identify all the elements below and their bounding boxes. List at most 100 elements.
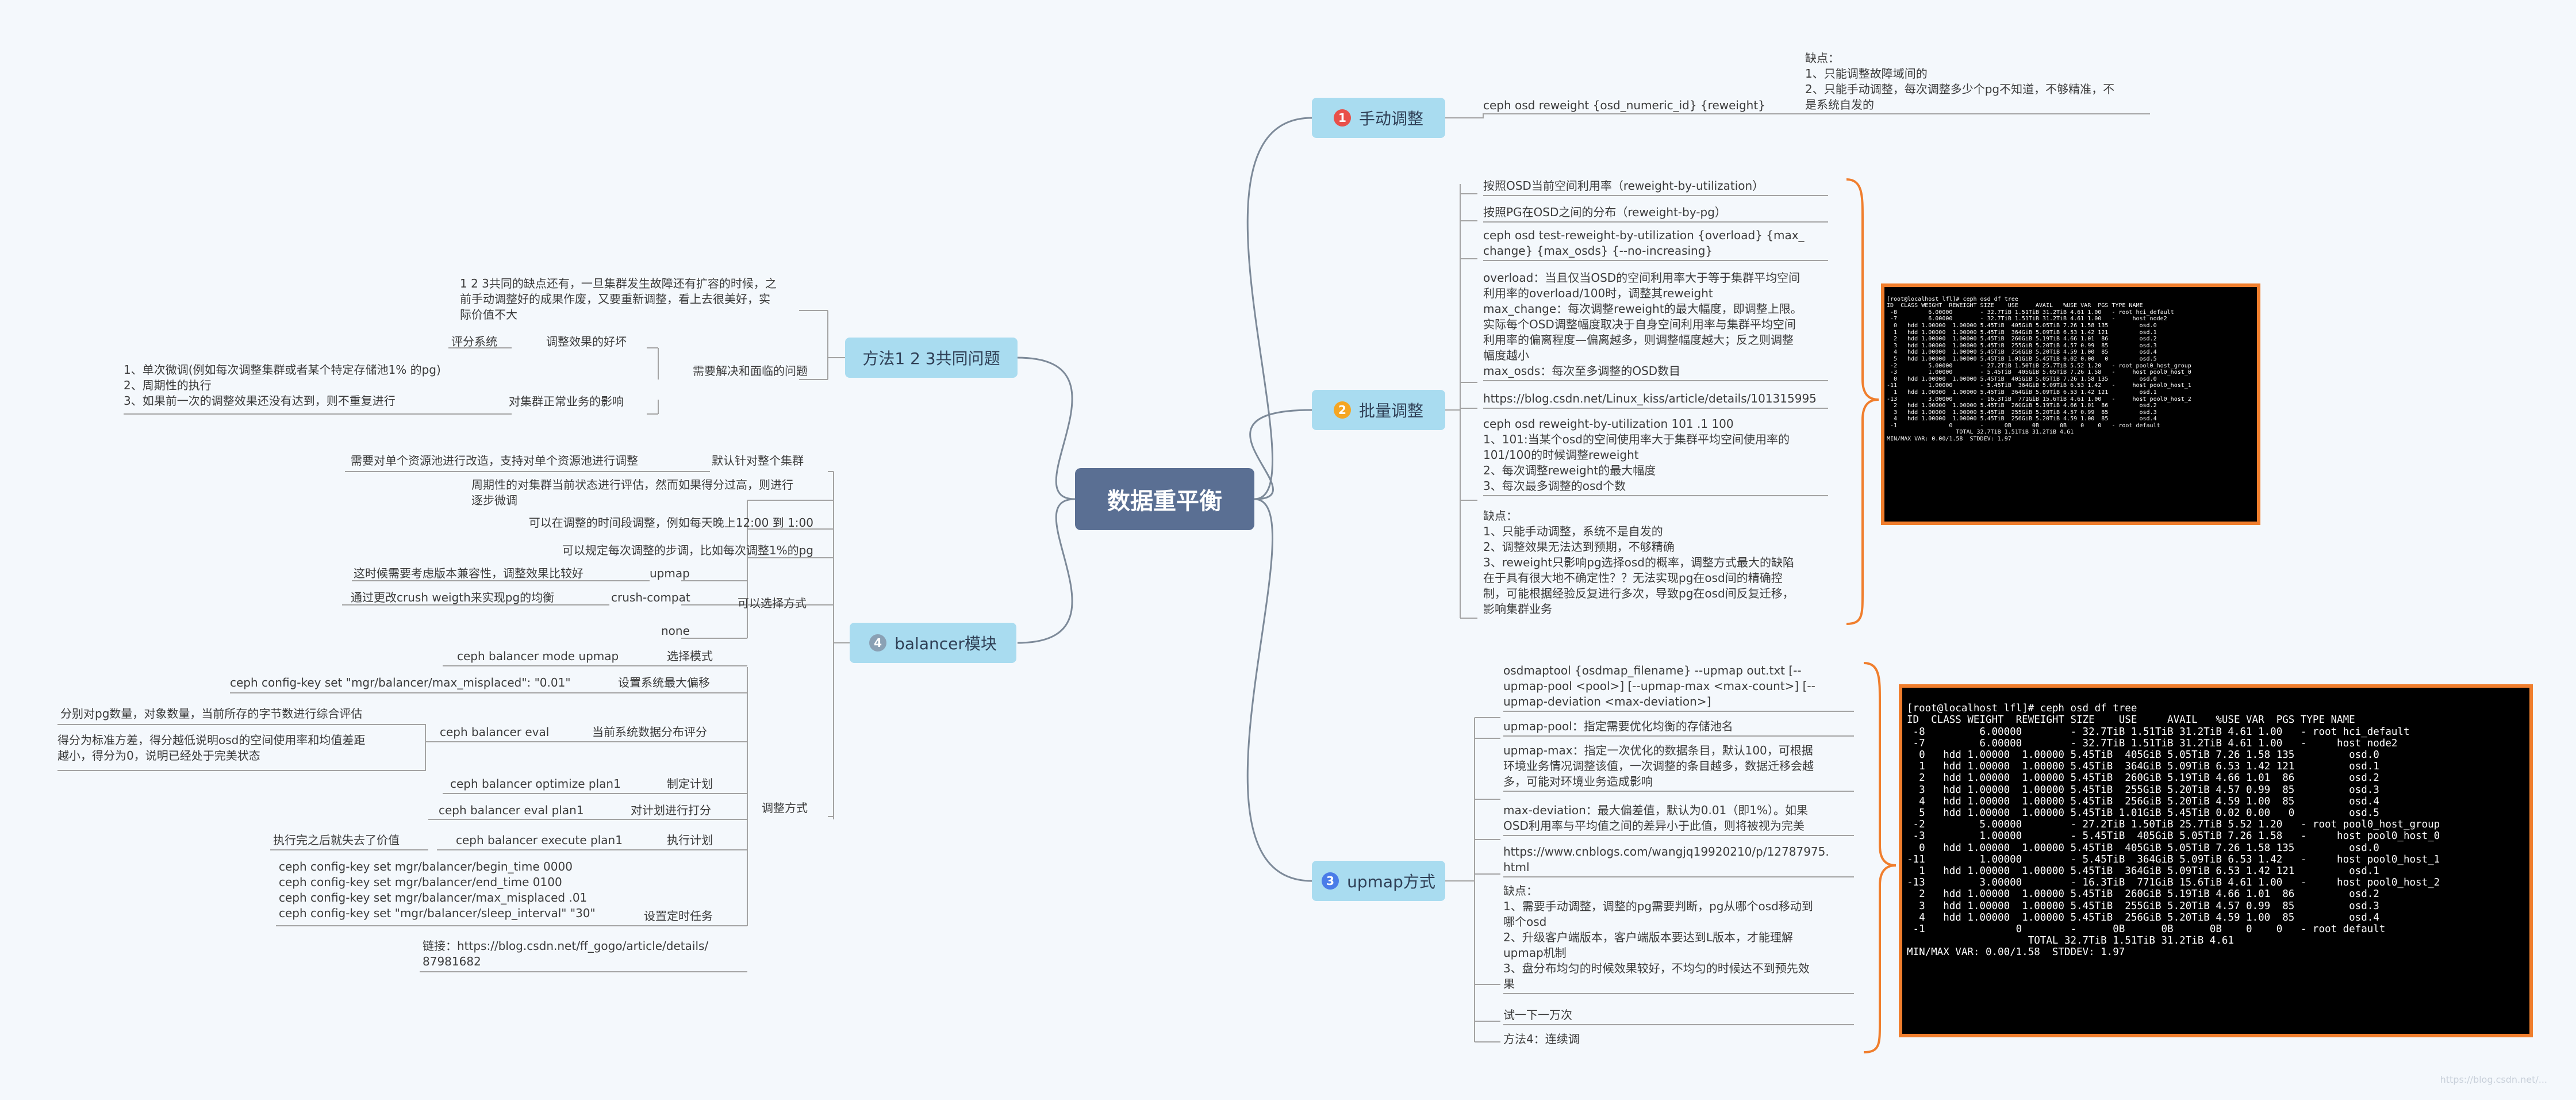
step-3-cmd: ceph balancer eval [440,725,550,739]
branch-balancer-label: balancer模块 [895,634,997,653]
terminal-row: -2 5.00000 - 27.2TiB 1.50TiB 25.7TiB 5.5… [1887,362,2191,369]
effect-sub: 评分系统 [451,335,497,348]
terminal-row: -13 3.00000 - 16.3TiB 771GiB 15.6TiB 4.6… [1907,877,2440,889]
terminal-row: 3 hdd 1.00000 1.00000 5.45TiB 255GiB 5.2… [1907,900,2379,912]
terminal-row: 4 hdd 1.00000 1.00000 5.45TiB 256GiB 5.2… [1887,416,2157,423]
balancer-option-2: 可以在调整的时间段调整，例如每天晚上12:00 到 1:00 [528,516,813,530]
manual-note: 缺点： 1、只能调整故障域间的 2、只能手动调整，每次调整多少个pg不知道，不够… [1805,51,2115,112]
terminal-header: ID CLASS WEIGHT REWEIGHT SIZE USE AVAIL … [1907,714,2355,726]
balancer-options-label: 可以选择方式 [738,596,807,610]
mode-crush-note: 通过更改crush weigth来实现pg的均衡 [351,591,555,604]
terminal-row: -8 6.00000 - 32.7TiB 1.51TiB 31.2TiB 4.6… [1907,726,2410,738]
step-2-label: 设置系统最大偏移 [618,676,710,689]
eval-note-2: 得分为标准方差，得分越低说明osd的空间使用率和均值差距 越小，得分为0，说明已… [57,733,366,762]
upmap-item-7: 试一下一万次 [1503,1007,1854,1025]
effect-label: 调整效果的好坏 [546,335,627,348]
terminal-row: 3 hdd 1.00000 1.00000 5.45TiB 255GiB 5.2… [1887,409,2157,416]
step-1-cmd: ceph balancer mode upmap [457,649,619,663]
balancer-default-label: 默认针对整个集群 [712,454,804,467]
terminal-row: -1 0 - 0B 0B 0B 0 0 - root default [1907,923,2386,936]
terminal-footer: MIN/MAX VAR: 0.00/1.58 STDDEV: 1.97 [1907,946,2125,959]
step-3-label: 当前系统数据分布评分 [592,725,707,739]
branch-manual[interactable]: 1 手动调整 [1312,98,1445,138]
upmap-item-1: osdmaptool {osdmap_filename} --upmap out… [1503,663,1854,712]
mode-upmap-note: 这时候需要考虑版本兼容性，调整效果比较好 [354,566,583,580]
balancer-option-3: 可以规定每次调整的步调，比如每次调整1%的pg [562,543,813,557]
terminal-row: -1 0 - 0B 0B 0B 0 0 - root default [1887,422,2160,429]
number-badge-1: 1 [1333,109,1351,127]
terminal-row: 1 hdd 1.00000 1.00000 5.45TiB 364GiB 5.0… [1907,761,2379,773]
terminal-row: -11 1.00000 - 5.45TiB 364GiB 5.09TiB 6.5… [1887,382,2191,389]
upmap-item-3: upmap-max：指定一次优化的数据条目，默认100，可根据 环境业务情况调整… [1503,743,1854,792]
terminal-footer: MIN/MAX VAR: 0.00/1.58 STDDEV: 1.97 [1887,436,2011,443]
terminal-row: 0 hdd 1.00000 1.00000 5.45TiB 405GiB 5.0… [1907,842,2379,854]
number-badge-4: 4 [869,634,887,651]
number-badge-3: 3 [1322,872,1339,890]
terminal-row: -7 6.00000 - 32.7TiB 1.51TiB 31.2TiB 4.6… [1907,737,2398,749]
step-4-cmd: ceph balancer optimize plan1 [450,777,621,791]
mode-crush: crush-compat [611,591,690,604]
batch-item-3: ceph osd test-reweight-by-utilization {o… [1483,228,1828,261]
execute-note: 执行完之后就失去了价值 [273,833,400,847]
batch-item-1: 按照OSD当前空间利用率（reweight-by-utilization） [1483,178,1828,196]
terminal-row: 3 hdd 1.00000 1.00000 5.45TiB 255GiB 5.2… [1907,784,2379,796]
balancer-default-sub: 需要对单个资源池进行改造，支持对单个资源池进行调整 [351,454,638,467]
root-node[interactable]: 数据重平衡 [1075,468,1254,530]
upmap-item-6: 缺点： 1、需要手动调整，调整的pg需要判断，pg从哪个osd移动到 哪个osd… [1503,883,1854,994]
terminal-row: -13 3.00000 - 16.3TiB 771GiB 15.6TiB 4.6… [1887,396,2191,403]
root-title: 数据重平衡 [1107,488,1222,515]
balancer-adjust-label: 调整方式 [762,801,808,815]
terminal-total: TOTAL 32.7TiB 1.51TiB 31.2TiB 4.61 [1907,935,2234,947]
terminal-row: -7 6.00000 - 32.7TiB 1.51TiB 31.2TiB 4.6… [1887,316,2167,323]
manual-command: ceph osd reweight {osd_numeric_id} {rewe… [1483,98,1765,112]
impact-label: 对集群正常业务的影响 [509,394,624,408]
branch-method-common[interactable]: 方法1 2 3共同问题 [845,338,1018,378]
watermark: https://blog.csdn.net/... [2440,1074,2547,1085]
method-intro: 1 2 3共同的缺点还有，一旦集群发生故障还有扩容的时候，之 前手动调整好的成果… [460,277,777,321]
impact-sub: 1、单次微调(例如每次调整集群或者某个特定存储池1% 的pg) 2、周期性的执行… [124,363,441,408]
terminal-row: -3 1.00000 - 5.45TiB 405GiB 5.05TiB 7.26… [1887,369,2191,376]
step-5-label: 对计划进行打分 [631,803,711,817]
terminal-row: 1 hdd 1.00000 1.00000 5.45TiB 364GiB 5.0… [1907,865,2379,877]
terminal-row: 1 hdd 1.00000 1.00000 5.45TiB 364GiB 5.0… [1887,389,2157,396]
eval-note-1: 分别对pg数量，对象数量，当前所存的字节数进行综合评估 [60,707,363,720]
batch-item-4: overload：当且仅当OSD的空间利用率大于等于集群平均空间 利用率的ove… [1483,270,1828,381]
step-4-label: 制定计划 [667,777,713,791]
terminal-row: -3 1.00000 - 5.45TiB 405GiB 5.05TiB 7.26… [1907,830,2440,842]
upmap-item-8: 方法4：连续调 [1503,1032,1580,1046]
terminal-row: 4 hdd 1.00000 1.00000 5.45TiB 256GiB 5.2… [1907,795,2379,807]
terminal-total: TOTAL 32.7TiB 1.51TiB 31.2TiB 4.61 [1887,429,2074,436]
step-6-label: 执行计划 [667,833,713,847]
branch-method-label: 方法1 2 3共同问题 [862,349,1000,368]
terminal-row: 3 hdd 1.00000 1.00000 5.45TiB 255GiB 5.2… [1887,342,2157,349]
step-5-cmd: ceph balancer eval plan1 [439,803,584,817]
branch-manual-label: 手动调整 [1358,109,1423,128]
step-7-cmd: ceph config-key set mgr/balancer/begin_t… [279,860,596,920]
branch-upmap[interactable]: 3 upmap方式 [1312,861,1445,901]
branch-balancer[interactable]: 4 balancer模块 [850,623,1016,663]
terminal-row: -2 5.00000 - 27.2TiB 1.50TiB 25.7TiB 5.5… [1907,819,2440,831]
branch-batch[interactable]: 2 批量调整 [1312,390,1445,430]
terminal-row: 2 hdd 1.00000 1.00000 5.45TiB 260GiB 5.1… [1887,403,2157,409]
batch-item-2: 按照PG在OSD之间的分布（reweight-by-pg） [1483,205,1828,223]
step-7-label: 设置定时任务 [644,909,713,923]
terminal-row: 0 hdd 1.00000 1.00000 5.45TiB 405GiB 5.0… [1887,375,2157,382]
terminal-prompt: [root@localhost lfl]# ceph osd df tree [1887,296,2018,302]
terminal-row: 0 hdd 1.00000 1.00000 5.45TiB 405GiB 5.0… [1907,749,2379,761]
terminal-row: 4 hdd 1.00000 1.00000 5.45TiB 256GiB 5.2… [1907,911,2379,923]
terminal-row: 2 hdd 1.00000 1.00000 5.45TiB 260GiB 5.1… [1907,772,2379,784]
step-1-label: 选择模式 [667,649,713,663]
number-badge-2: 2 [1333,401,1351,419]
terminal-row: 0 hdd 1.00000 1.00000 5.45TiB 405GiB 5.0… [1887,322,2157,329]
batch-item-5: https://blog.csdn.net/Linux_kiss/article… [1483,391,1828,409]
batch-item-7: 缺点： 1、只能手动调整，系统不是自发的 2、调整效果无法达到预期，不够精确 3… [1483,509,1794,616]
terminal-header: ID CLASS WEIGHT REWEIGHT SIZE USE AVAIL … [1887,302,2143,309]
step-6-cmd: ceph balancer execute plan1 [456,833,623,847]
terminal-row: 1 hdd 1.00000 1.00000 5.45TiB 364GiB 5.0… [1887,329,2157,336]
terminal-row: 4 hdd 1.00000 1.00000 5.45TiB 256GiB 5.2… [1887,349,2157,356]
branch-upmap-label: upmap方式 [1347,872,1435,891]
balancer-link: 链接：https://blog.csdn.net/ff_gogo/article… [423,939,709,968]
upmap-item-5: https://www.cnblogs.com/wangjq19920210/p… [1503,844,1854,877]
